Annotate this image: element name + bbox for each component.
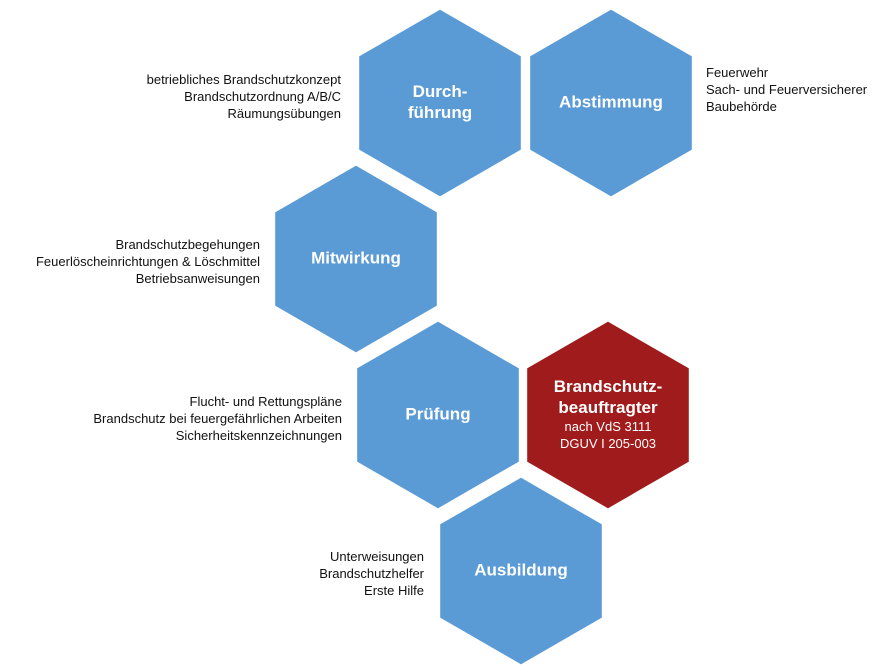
side-line: Feuerwehr bbox=[706, 65, 769, 80]
side-line: Brandschutz bei feuergefährlichen Arbeit… bbox=[93, 411, 342, 426]
side-text-durchfuehrung: betriebliches Brandschutzkonzept Brandsc… bbox=[147, 71, 341, 122]
hexagon-durchfuehrung[interactable]: Durch-führung bbox=[356, 6, 524, 200]
hexagon-mitwirkung[interactable]: Mitwirkung bbox=[272, 162, 440, 356]
side-line: Erste Hilfe bbox=[364, 583, 424, 598]
side-text-pruefung: Flucht- und Rettungspläne Brandschutz be… bbox=[93, 393, 342, 444]
hexagon-shape[interactable] bbox=[524, 318, 692, 512]
hexagon-brandschutzbeauftragter[interactable]: Brandschutz-beauftragter nach VdS 3111DGU… bbox=[524, 318, 692, 512]
side-line: Unterweisungen bbox=[330, 549, 424, 564]
hexagon-title: Durch- bbox=[413, 82, 468, 101]
hexagon-ausbildung[interactable]: Ausbildung bbox=[437, 474, 605, 668]
side-line: Sach- und Feuerversicherer bbox=[706, 82, 868, 97]
side-text-mitwirkung: Brandschutzbegehungen Feuerlöscheinricht… bbox=[36, 236, 260, 287]
side-line: Feuerlöscheinrichtungen & Löschmittel bbox=[35, 254, 260, 269]
side-line: Brandschutzhelfer bbox=[319, 566, 424, 581]
hexagon-subtitle: DGUV I 205-003 bbox=[560, 436, 656, 451]
side-line: Sicherheitskennzeichnungen bbox=[175, 428, 342, 443]
side-line: Flucht- und Rettungspläne bbox=[189, 394, 342, 409]
hexagon-abstimmung[interactable]: Abstimmung bbox=[527, 6, 695, 200]
hexagon-shape[interactable] bbox=[437, 474, 605, 668]
hexagon-subtitle: nach VdS 3111 bbox=[565, 419, 652, 434]
side-line: Räumungsübungen bbox=[227, 106, 341, 121]
side-text-ausbildung: Unterweisungen Brandschutzhelfer Erste H… bbox=[319, 548, 424, 599]
hexagon-shape[interactable] bbox=[272, 162, 440, 356]
side-text-abstimmung: Feuerwehr Sach- und Feuerversicherer Bau… bbox=[706, 64, 867, 115]
hexagon-title: führung bbox=[408, 103, 472, 122]
hexagon-title: Abstimmung bbox=[559, 93, 663, 112]
side-line: betriebliches Brandschutzkonzept bbox=[146, 72, 341, 87]
hexagon-shape[interactable] bbox=[356, 6, 524, 200]
side-line: Betriebsanweisungen bbox=[135, 271, 260, 286]
hexagon-title: Ausbildung bbox=[474, 561, 567, 580]
side-line: Baubehörde bbox=[706, 99, 777, 114]
hexagon-title: Prüfung bbox=[405, 405, 470, 424]
hexagon-shape[interactable] bbox=[354, 318, 522, 512]
hexagon-shape[interactable] bbox=[527, 6, 695, 200]
hexagon-pruefung[interactable]: Prüfung bbox=[354, 318, 522, 512]
hexagon-title: beauftragter bbox=[558, 398, 658, 417]
side-line: Brandschutzordnung A/B/C bbox=[184, 89, 341, 104]
hexagon-title: Brandschutz- bbox=[554, 377, 663, 396]
side-line: Brandschutzbegehungen bbox=[115, 237, 260, 252]
hexagon-title: Mitwirkung bbox=[311, 249, 401, 268]
